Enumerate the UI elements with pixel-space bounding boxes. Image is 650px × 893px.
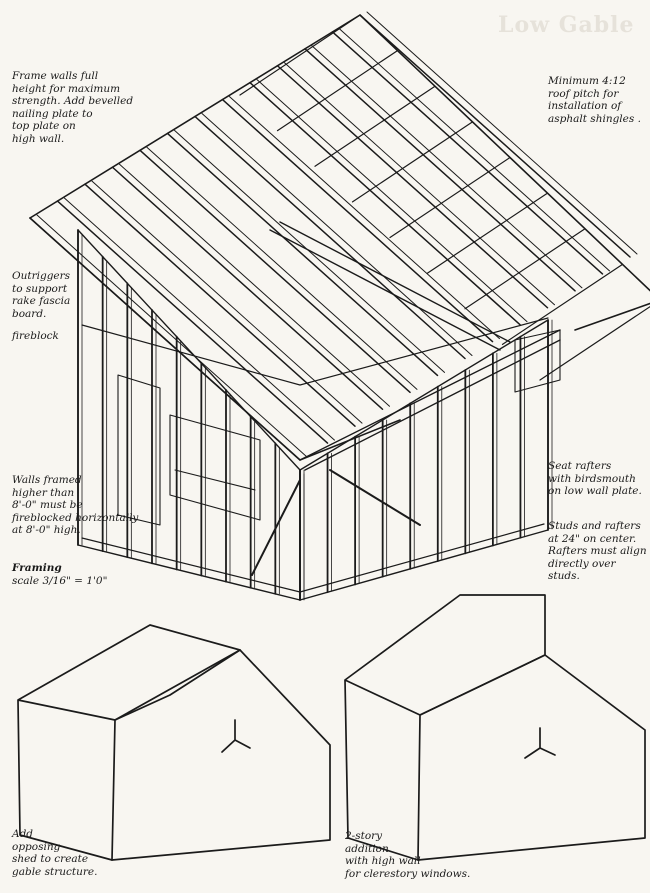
gable-sketch: [17, 624, 331, 861]
rafter-edge: [64, 197, 335, 441]
addition-hidden-corner: [524, 727, 556, 759]
note-seat-rafters: Seat rafters with birdsmouth on low wall…: [548, 460, 642, 497]
rafter: [239, 14, 361, 96]
shed-framing-isometric: [29, 11, 650, 601]
note-add-opposing: Add opposing shed to create gable struct…: [12, 828, 98, 878]
rafter: [139, 149, 411, 394]
rafter: [351, 121, 474, 203]
left-wall-window: [169, 414, 261, 521]
left-wall-doorway: [117, 374, 161, 526]
note-framing-title: Framing: [12, 562, 62, 574]
addition-lower-box: [417, 654, 646, 861]
roof-eave-low: [29, 217, 401, 461]
rafter: [501, 263, 624, 345]
ceiling-beam: [269, 221, 511, 351]
rafter: [56, 200, 329, 444]
right-wall-studs: [299, 319, 553, 601]
two-story-sketch: [344, 594, 646, 861]
gable-hidden-corner: [221, 719, 251, 753]
header-beam: [299, 329, 561, 471]
addition-tall-box: [344, 594, 546, 861]
diagonal-brace: [251, 469, 421, 576]
fireblock-horizontal: [81, 317, 549, 386]
rafter-edge: [146, 146, 418, 390]
rafter: [331, 31, 604, 275]
rafter-edge: [174, 129, 445, 373]
rafter-edge: [91, 180, 363, 424]
rafter-edge: [229, 96, 500, 340]
rafter-edge: [201, 113, 473, 356]
note-walls-framed: Walls framed higher than 8'-0" must be f…: [12, 474, 139, 536]
note-roof-pitch: Minimum 4:12 roof pitch for installation…: [548, 75, 641, 125]
gable-left-box: [17, 624, 241, 861]
rafter: [389, 156, 511, 239]
roof-ridge-high: [29, 14, 650, 292]
note-fireblock: fireblock: [12, 330, 59, 342]
rafter: [166, 132, 439, 377]
left-wall-studs: [77, 229, 305, 601]
rafter: [276, 50, 399, 132]
rafter-edge: [311, 45, 583, 289]
note-frame-walls: Frame walls full height for maximum stre…: [12, 70, 134, 145]
gable-right-box: [111, 649, 331, 861]
rafter: [426, 192, 549, 274]
rafter: [359, 14, 631, 258]
rafter-edge: [339, 28, 610, 272]
rafter: [111, 166, 384, 410]
note-studs-rafters: Studs and rafters at 24" on center. Raft…: [548, 520, 647, 582]
faint-page-title: Low Gable: [498, 12, 635, 38]
right-wall-window: [514, 329, 561, 393]
rafter-edge: [36, 214, 308, 458]
rafter: [84, 183, 356, 427]
rafter-edge: [256, 79, 528, 323]
rafter-edge: [119, 163, 390, 407]
rafter: [464, 228, 586, 310]
rafter: [276, 65, 549, 309]
roof-rafters: [29, 11, 650, 461]
rafter: [539, 305, 650, 381]
roof-fascia-right: [574, 302, 650, 331]
note-outriggers: Outriggers to support rake fascia board.: [12, 270, 71, 320]
rafter: [314, 85, 436, 167]
note-two-story: 2-story addition with high wall for cler…: [345, 830, 471, 880]
rafter: [249, 81, 521, 326]
note-framing-scale: scale 3/16" = 1'0": [12, 575, 108, 587]
rafter: [304, 48, 576, 292]
rafter-edge: [284, 62, 555, 306]
rafter: [29, 217, 301, 461]
rafter-edge: [366, 11, 638, 255]
rafter: [194, 115, 466, 360]
rafter: [221, 98, 494, 343]
